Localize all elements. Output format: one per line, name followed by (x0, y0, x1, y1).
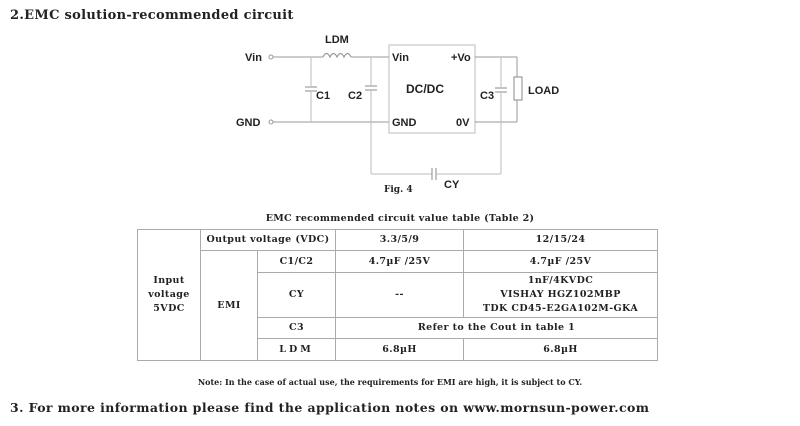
emi-label-cell: EMI (200, 250, 258, 361)
c2-label: C2 (348, 90, 362, 102)
input-voltage-line2: voltage (148, 289, 190, 300)
dcdc-label: DC/DC (406, 82, 444, 96)
section-heading: 2.EMC solution-recommended circuit (10, 8, 294, 23)
table-row-cy: CY -- 1nF/4KVDC VISHAY HGZ102MBP TDK CD4… (138, 272, 658, 318)
table-row-ldm: LDM 6.8µH 6.8µH (138, 338, 658, 361)
ldm-col2: 6.8µH (463, 338, 658, 361)
ldm-inductor (322, 52, 352, 59)
gnd-terminal (268, 119, 274, 125)
input-voltage-line3: 5VDC (153, 303, 185, 314)
ldm-label: LDM (325, 34, 349, 46)
dcdc-ov-pin-label: 0V (456, 117, 470, 129)
c1-label: C1 (316, 90, 330, 102)
col2-header: 12/15/24 (463, 229, 658, 251)
cy-col1: -- (335, 272, 464, 318)
table-row-c1c2: EMI C1/C2 4.7µF /25V 4.7µF /25V (138, 250, 658, 361)
c1c2-col2: 4.7µF /25V (463, 250, 658, 273)
output-voltage-header: Output voltage (VDC) (200, 229, 336, 251)
input-voltage-line1: Input (153, 275, 185, 286)
ldm-name: LDM (257, 338, 336, 361)
gnd-label: GND (236, 117, 261, 129)
input-voltage-cell: Input voltage 5VDC (137, 229, 201, 361)
c3-merged-value: Refer to the Cout in table 1 (335, 317, 658, 339)
more-info-text: 3. For more information please find the … (10, 400, 650, 415)
dcdc-gnd-pin-label: GND (392, 117, 417, 129)
cy-col2-line2: VISHAY HGZ102MBP (500, 289, 621, 300)
c1c2-name: C1/C2 (257, 250, 336, 273)
table-header-row: Input voltage 5VDC Output voltage (VDC) … (137, 229, 658, 361)
c3-label: C3 (480, 90, 494, 102)
dcdc-vin-pin-label: Vin (392, 52, 409, 64)
cy-col2-line1: 1nF/4KVDC (527, 275, 594, 286)
cy-col2-line3: TDK CD45-E2GA102M-GKA (482, 303, 639, 314)
cy-col2: 1nF/4KVDC VISHAY HGZ102MBP TDK CD45-E2GA… (463, 272, 658, 318)
c1c2-col1: 4.7µF /25V (335, 250, 464, 273)
load-label: LOAD (528, 85, 559, 97)
figure-caption: Fig. 4 (384, 185, 413, 195)
cy-label: CY (444, 179, 460, 191)
cy-name: CY (257, 272, 336, 318)
vin-terminal (268, 54, 274, 60)
dcdc-module-box (388, 44, 476, 134)
dcdc-vo-pin-label: +Vo (451, 52, 471, 64)
vin-label: Vin (245, 52, 262, 64)
table-row-c3: C3 Refer to the Cout in table 1 (138, 317, 658, 339)
load-resistor (513, 76, 523, 101)
note-text: Note: In the case of actual use, the req… (197, 377, 583, 387)
c3-name: C3 (257, 317, 336, 339)
ldm-col1: 6.8µH (335, 338, 464, 361)
col1-header: 3.3/5/9 (335, 229, 464, 251)
emc-circuit-diagram: Vin GND LDM C1 C2 Vin +Vo DC/DC GND 0V C… (236, 34, 559, 191)
table-title: EMC recommended circuit value table (Tab… (265, 213, 535, 224)
emc-value-table: Input voltage 5VDC Output voltage (VDC) … (137, 229, 658, 361)
